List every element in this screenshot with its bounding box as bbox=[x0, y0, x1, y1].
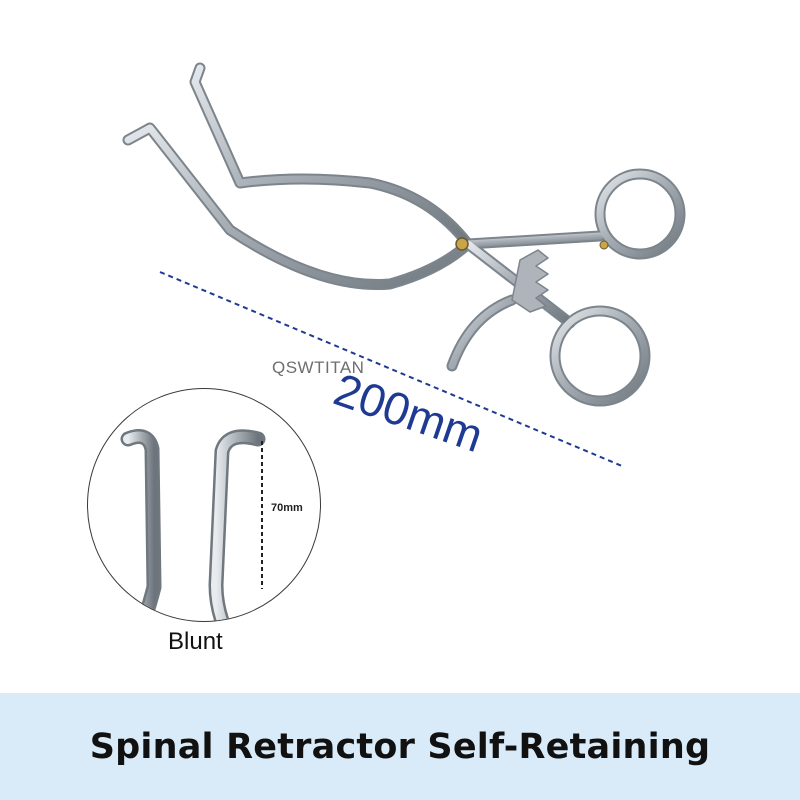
dimension-line bbox=[159, 271, 623, 467]
product-title: Spinal Retractor Self-Retaining bbox=[89, 726, 711, 767]
pivot-screw-icon bbox=[455, 237, 469, 251]
blade-depth-label: 70mm bbox=[271, 502, 303, 514]
inset-caption: Blunt bbox=[168, 628, 223, 655]
retractor bbox=[122, 62, 686, 407]
ratchet-teeth-icon bbox=[511, 249, 549, 313]
blunt-blades-icon bbox=[120, 429, 266, 621]
title-banner: Spinal Retractor Self-Retaining bbox=[0, 693, 800, 800]
blade-detail-inset: 70mm bbox=[87, 388, 321, 622]
watermark-text: QSWTITAN bbox=[272, 358, 365, 377]
